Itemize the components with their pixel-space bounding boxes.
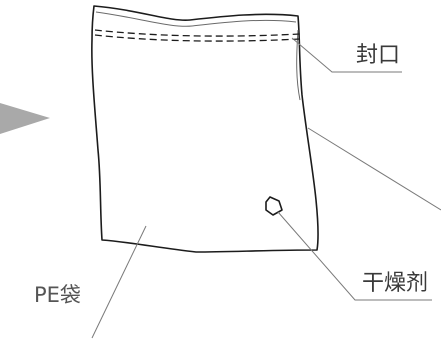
seal-label: 封口: [356, 43, 400, 68]
seal-line: [94, 29, 301, 42]
leader-pe-bag: [91, 225, 147, 339]
desiccant-packet: [265, 196, 283, 216]
leader-seal: [291, 37, 402, 73]
pe-bag-label: PE袋: [34, 283, 81, 307]
arrow-indicator: [0, 103, 50, 134]
pe-bag: [91, 5, 319, 253]
desiccant-label: 干燥剂: [362, 271, 428, 296]
leader-desiccant: [277, 211, 432, 301]
bag-side-fold: [296, 29, 301, 101]
leader-bag-side: [307, 127, 441, 211]
bag-outline: [91, 5, 319, 253]
bag-top-crease: [95, 11, 297, 27]
